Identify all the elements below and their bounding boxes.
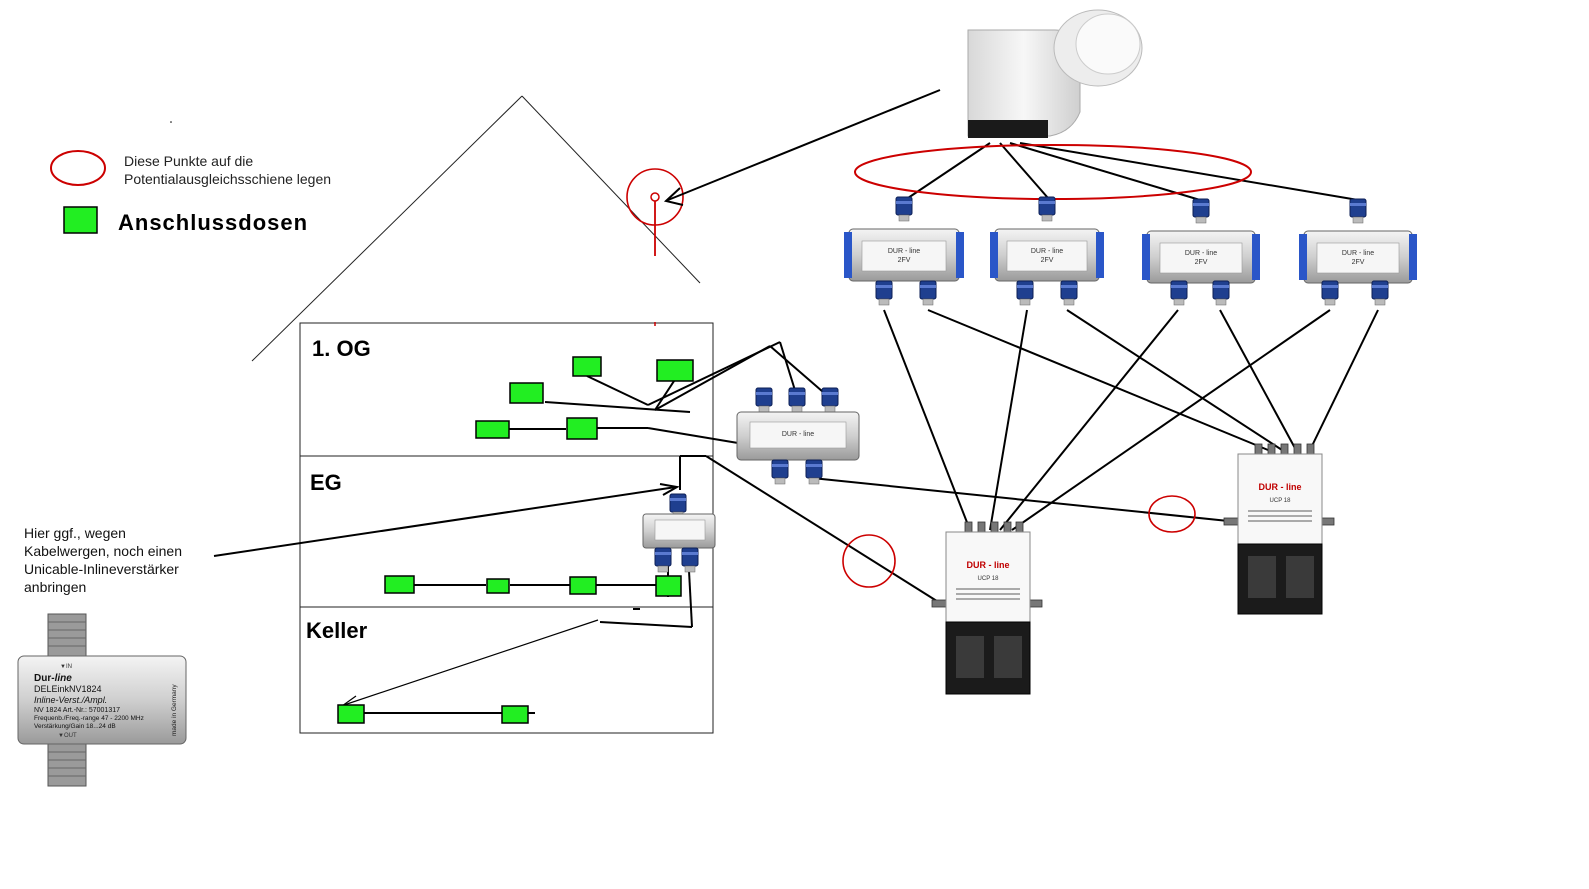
amp-artno: NV 1824 Art.-Nr.: 57001317	[34, 707, 120, 714]
socket-og-4	[475, 420, 510, 439]
splitter-og-brand: DUR - line	[782, 431, 814, 438]
sockets	[337, 356, 694, 724]
legend: Diese Punkte auf die Potentialausgleichs…	[50, 121, 331, 235]
roof-left	[251, 95, 523, 362]
socket-eg-4	[655, 575, 682, 597]
stray-dot	[170, 121, 172, 123]
splitter-3-brand: DUR - line	[1185, 250, 1217, 257]
note-line-1: Hier ggf., wegen	[24, 525, 126, 541]
grounding-mark-cable-2	[1148, 495, 1196, 533]
mast-head-icon	[650, 192, 660, 202]
socket-keller-1	[337, 704, 365, 724]
multiswitch-2-brand: DUR - line	[1258, 482, 1301, 492]
note-amplifier: Hier ggf., wegen Kabelwergen, noch einen…	[24, 525, 182, 595]
socket-og-5	[566, 417, 598, 440]
arrow-lnb-to-mast	[663, 89, 941, 206]
note-line-2: Kabelwergen, noch einen	[24, 543, 182, 559]
splitter-2-brand: DUR - line	[1031, 248, 1063, 255]
legend-red-circle-text-2: Potentialausgleichsschiene legen	[124, 171, 331, 187]
amp-in-label: ▼IN	[60, 664, 72, 670]
amp-freq: Frequenb./Freq.-range 47 - 2200 MHz	[34, 715, 144, 722]
floor-label-keller: Keller	[306, 618, 368, 643]
splitter-og-3way: DUR - line	[736, 387, 860, 485]
note-line-3: Unicable-Inlineverstärker	[24, 561, 179, 577]
splitter-4: DUR - line 2FV	[1299, 198, 1417, 306]
splitter-4-brand: DUR - line	[1342, 250, 1374, 257]
splitter-1: DUR - line 2FV	[844, 196, 964, 306]
multiswitch-2: DUR - line UCP 18	[1223, 443, 1335, 615]
lnb-device-icon	[967, 9, 1143, 138]
amp-model-b: Inline-Verst./Ampl.	[34, 695, 107, 705]
splitter-2: DUR - line 2FV	[990, 196, 1104, 306]
amp-out-label: ▼OUT	[58, 733, 77, 739]
legend-red-circle-icon	[50, 150, 106, 186]
multiswitch-1: DUR - line UCP 18	[931, 521, 1043, 695]
multiswitch-2-model: UCP 18	[1270, 498, 1292, 504]
cables	[364, 142, 1379, 714]
splitter-3-type: 2FV	[1195, 259, 1208, 266]
socket-og-3	[509, 382, 544, 404]
amp-gain: Verstärkung/Gain 18...24 dB	[34, 723, 116, 730]
amp-model-a: DELEinkNV1824	[34, 684, 102, 694]
arrows	[213, 483, 680, 708]
note-line-4: anbringen	[24, 579, 86, 595]
socket-og-2	[656, 359, 694, 382]
socket-eg-1	[384, 575, 415, 594]
floor-label-og: 1. OG	[312, 336, 371, 361]
amp-made-in: made in Germany	[171, 684, 178, 736]
socket-keller-2	[501, 705, 529, 724]
roof-mast	[626, 168, 684, 326]
socket-og-1	[572, 356, 602, 377]
legend-socket-text: Anschlussdosen	[118, 210, 308, 235]
amp-brand: Dur-line	[34, 673, 72, 684]
socket-eg-2	[486, 578, 510, 594]
multiswitch-1-model: UCP 18	[978, 576, 1000, 582]
socket-eg-3	[569, 576, 597, 595]
legend-socket-icon	[63, 206, 98, 234]
roof-right	[521, 95, 701, 284]
multiswitch-1-brand: DUR - line	[966, 560, 1009, 570]
splitter-3: DUR - line 2FV	[1142, 198, 1260, 306]
splitter-eg-2way	[642, 493, 716, 573]
inline-amplifier-device: ▼IN Dur-line DELEinkNV1824 Inline-Verst.…	[17, 613, 187, 787]
grounding-mark-cable-1	[842, 534, 896, 588]
legend-red-circle-text-1: Diese Punkte auf die	[124, 153, 253, 169]
splitter-2-type: 2FV	[1041, 257, 1054, 264]
splitter-4-type: 2FV	[1352, 259, 1365, 266]
splitter-1-type: 2FV	[898, 257, 911, 264]
splitter-1-brand: DUR - line	[888, 248, 920, 255]
floor-label-eg: EG	[310, 470, 342, 495]
